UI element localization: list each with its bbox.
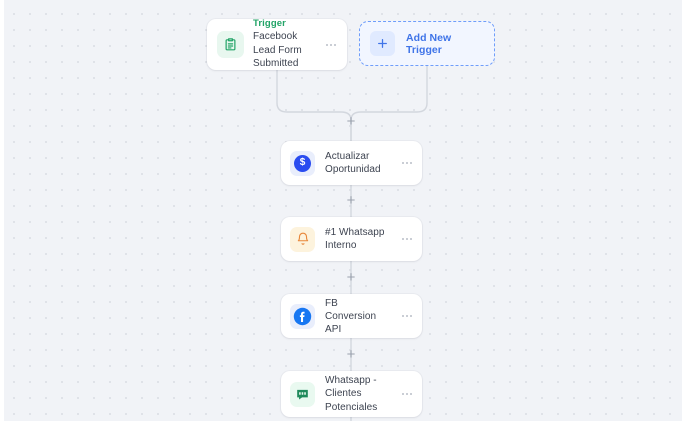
action-node-fb-conversion-api[interactable]: FB Conversion API — [281, 294, 422, 338]
action-text: FB Conversion API — [325, 297, 389, 336]
action-title: #1 Whatsapp Interno — [325, 227, 385, 251]
action-node-menu-icon[interactable] — [399, 232, 415, 246]
add-step-handle-1[interactable]: + — [346, 112, 356, 130]
add-step-handle-2[interactable]: + — [346, 191, 356, 209]
clipboard-icon — [217, 31, 244, 58]
action-title: FB Conversion API — [325, 297, 377, 335]
action-text: Actualizar Oportunidad — [325, 150, 389, 176]
action-node-actualizar-oportunidad[interactable]: $ Actualizar Oportunidad — [281, 141, 422, 185]
action-title: Actualizar Oportunidad — [325, 151, 381, 175]
action-node-menu-icon[interactable] — [399, 309, 415, 323]
action-node-menu-icon[interactable] — [399, 387, 415, 401]
trigger-title: Facebook Lead Form Submitted — [253, 31, 302, 70]
trigger-node[interactable]: Trigger Facebook Lead Form Submitted — [207, 18, 347, 71]
money-circle-icon: $ — [290, 150, 315, 176]
action-text: Whatsapp - Clientes Potenciales — [325, 374, 389, 415]
canvas-right-gutter — [682, 0, 686, 421]
trigger-node-menu-icon[interactable] — [323, 38, 339, 52]
plus-icon — [370, 31, 395, 56]
add-new-trigger-label: Add New Trigger — [406, 31, 452, 56]
trigger-kicker: Trigger — [253, 18, 286, 30]
action-title: Whatsapp - Clientes Potenciales — [325, 374, 378, 413]
add-step-handle-4[interactable]: + — [346, 345, 356, 363]
add-step-handle-3[interactable]: + — [346, 268, 356, 286]
action-node-menu-icon[interactable] — [399, 156, 415, 170]
action-node-whatsapp-interno[interactable]: #1 Whatsapp Interno — [281, 217, 422, 261]
bell-icon — [290, 226, 315, 252]
action-text: #1 Whatsapp Interno — [325, 226, 389, 252]
add-new-trigger-button[interactable]: Add New Trigger — [359, 21, 495, 66]
action-node-whatsapp-clientes-potenciales[interactable]: Whatsapp - Clientes Potenciales — [281, 371, 422, 417]
canvas-left-gutter — [0, 0, 4, 421]
whatsapp-chat-icon — [290, 381, 315, 407]
facebook-icon — [290, 303, 315, 329]
trigger-text: Trigger Facebook Lead Form Submitted — [253, 18, 314, 71]
